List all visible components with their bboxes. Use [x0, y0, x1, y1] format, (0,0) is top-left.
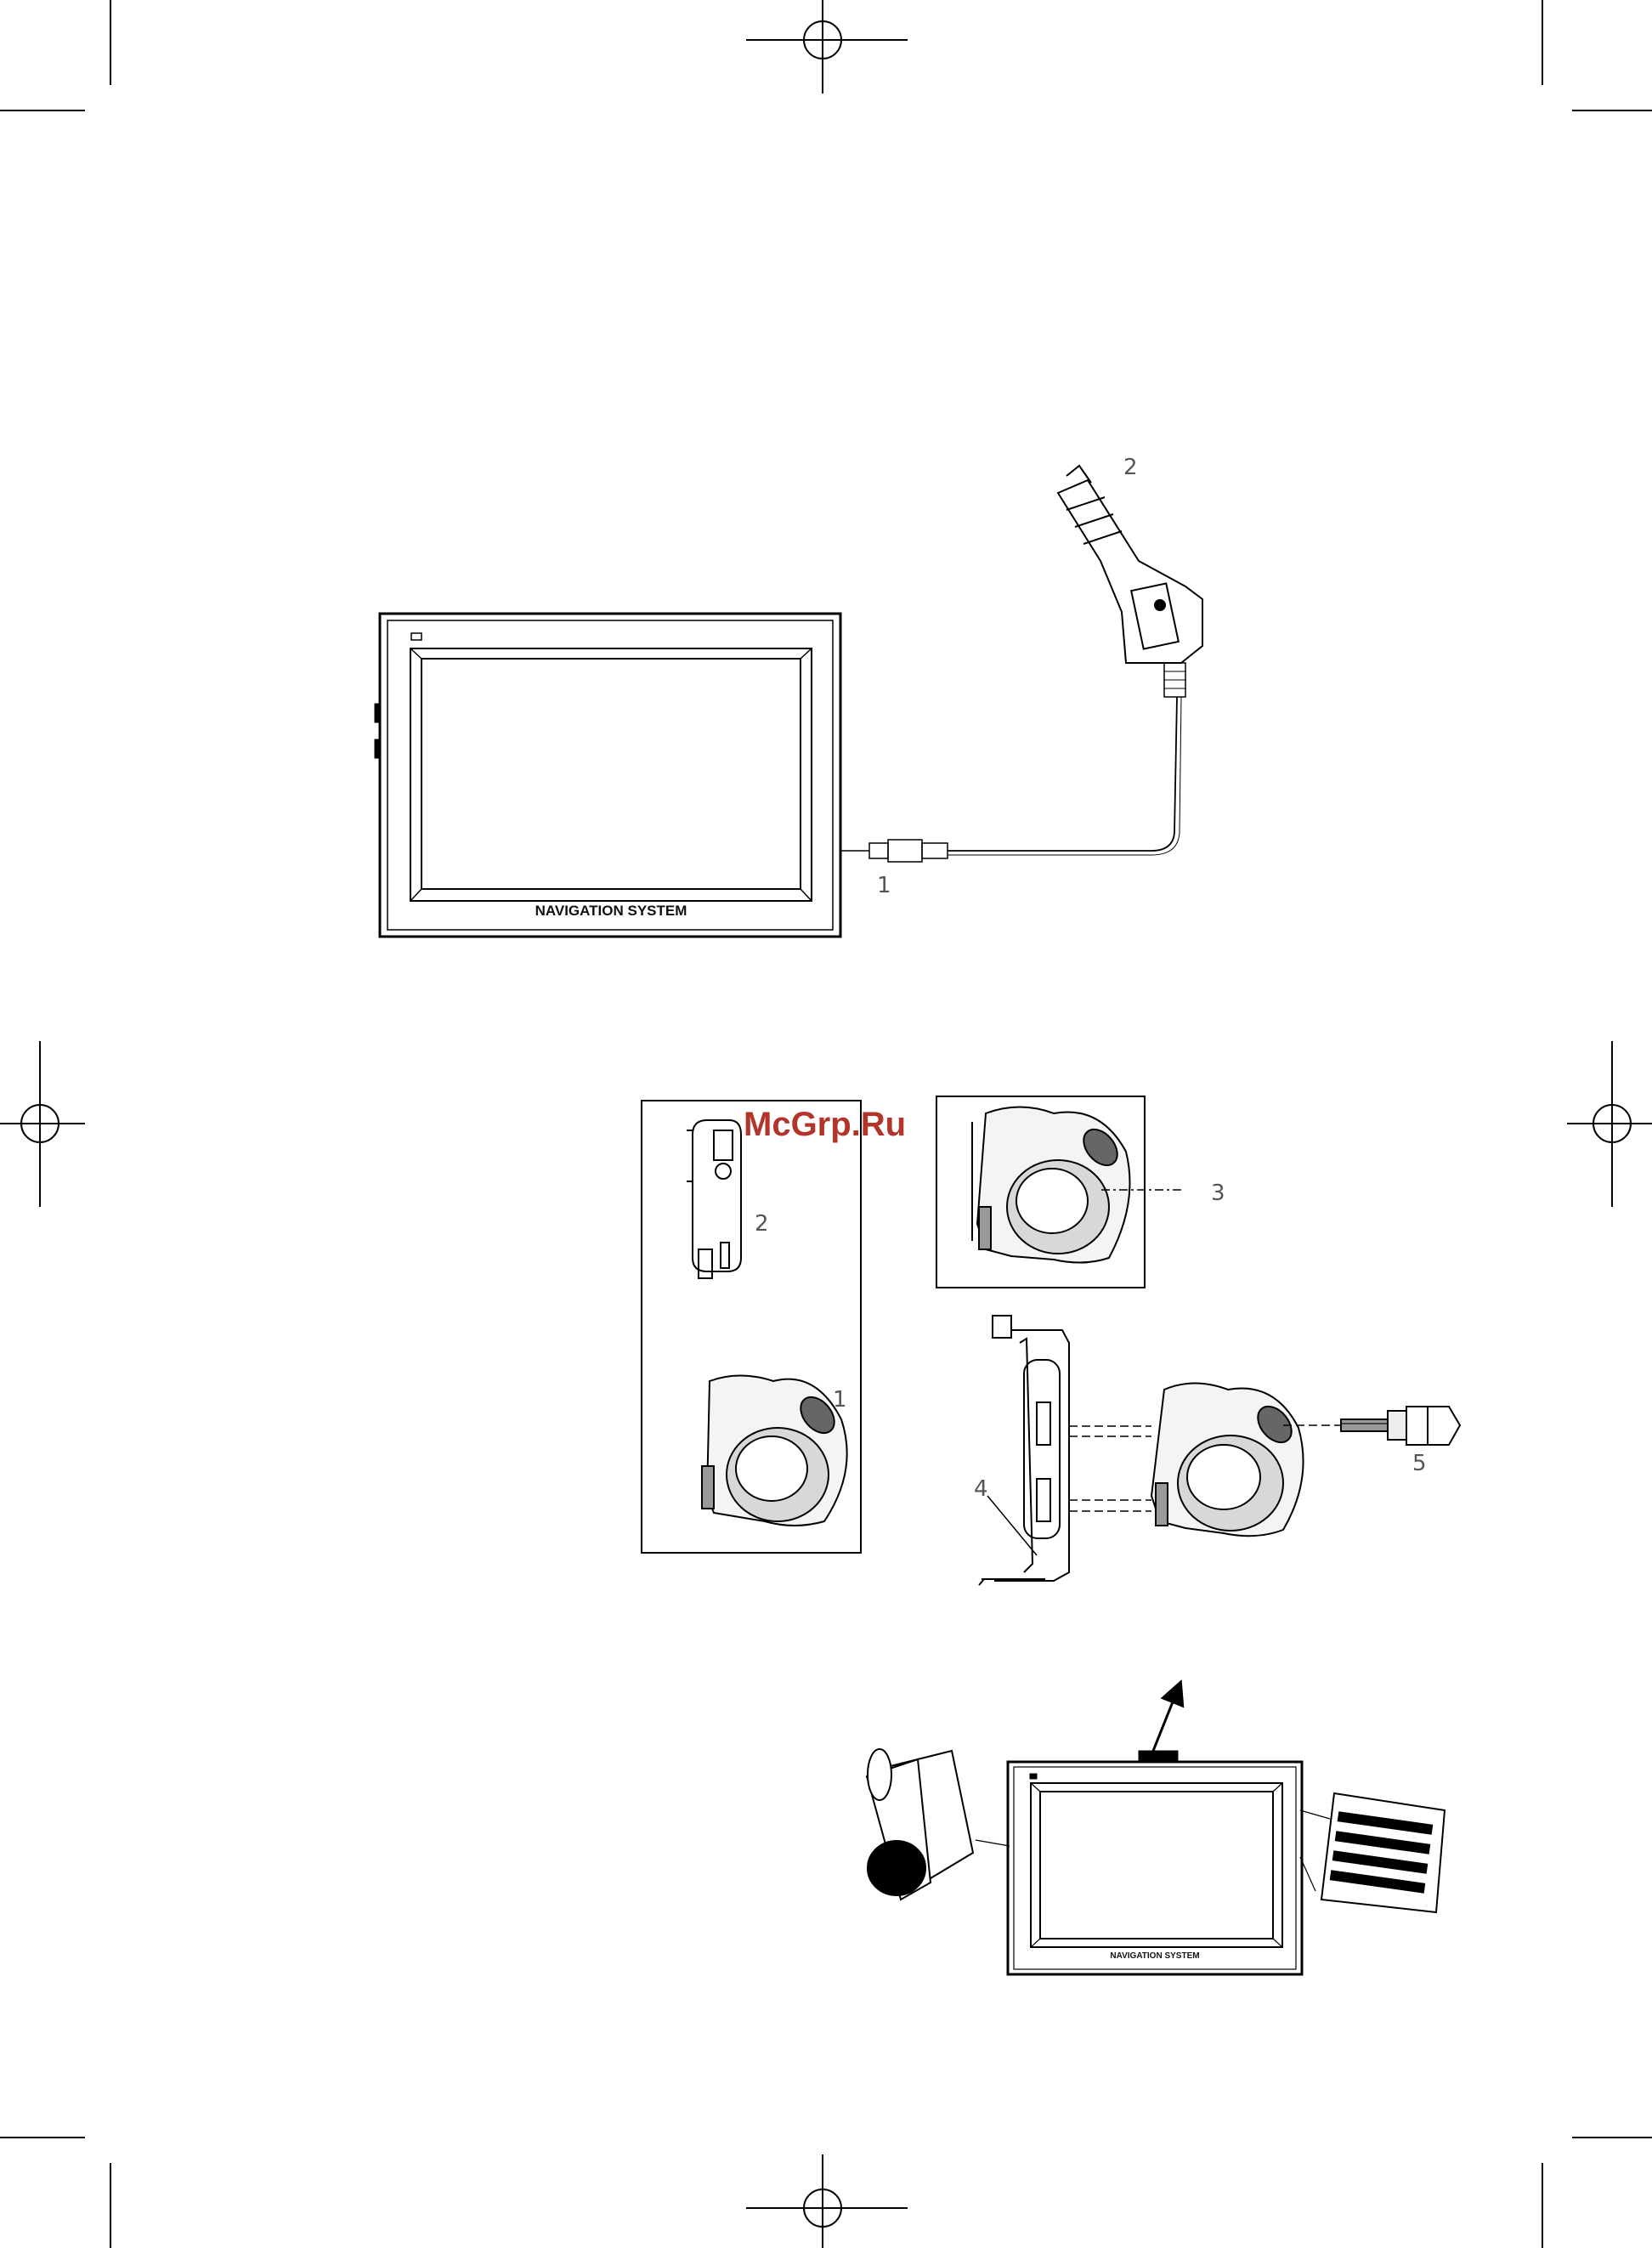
clamp-with-screw [1151, 1384, 1304, 1537]
device-brand-label: NAVIGATION SYSTEM [1110, 1951, 1199, 1961]
callout-label: 1 [833, 1387, 847, 1413]
callout-label: 5 [1412, 1451, 1427, 1476]
callout-label: 3 [1211, 1181, 1225, 1206]
callout-label: 4 [974, 1476, 988, 1502]
handlebar-clamp-part-1 [702, 1376, 847, 1526]
top-button-icon [1139, 1751, 1178, 1761]
mount-plate-part-2 [687, 1120, 741, 1278]
eject-arrow-icon [1153, 1691, 1177, 1751]
registration-mark-bottom [746, 2155, 908, 2248]
navigation-device-small [1008, 1751, 1302, 1974]
figure-3-device-usage: NAVIGATION SYSTEM [867, 1691, 1445, 1974]
watermark-text: McGrp.Ru [744, 1106, 906, 1143]
power-led-icon [411, 633, 421, 640]
registration-mark-top [746, 0, 908, 93]
figure-2-mount-assembly: 2 1 3 4 5 [642, 1096, 1460, 1585]
stylus-cylinder [867, 1749, 1010, 1900]
callout-label: 1 [877, 873, 891, 898]
car-charger-adapter [1058, 466, 1202, 697]
side-button-icon [375, 739, 380, 758]
screw-part-5 [1341, 1407, 1460, 1445]
charger-cable [948, 697, 1177, 851]
registration-mark-right [1567, 1041, 1652, 1207]
callout-label: 2 [1123, 455, 1138, 480]
device-brand-label: NAVIGATION SYSTEM [535, 903, 687, 919]
navigation-device [375, 614, 840, 937]
assembled-clamp-part-3 [972, 1107, 1130, 1263]
side-button-icon [375, 704, 380, 722]
registration-mark-left [0, 1041, 85, 1207]
figure-1-car-charger-connection: NAVIGATION SYSTEM 1 2 [375, 455, 1202, 937]
callout-label: 2 [755, 1211, 769, 1237]
holder-cradle-part-4 [979, 1316, 1069, 1585]
speaker-grille [1300, 1793, 1445, 1912]
power-plug [840, 840, 948, 862]
